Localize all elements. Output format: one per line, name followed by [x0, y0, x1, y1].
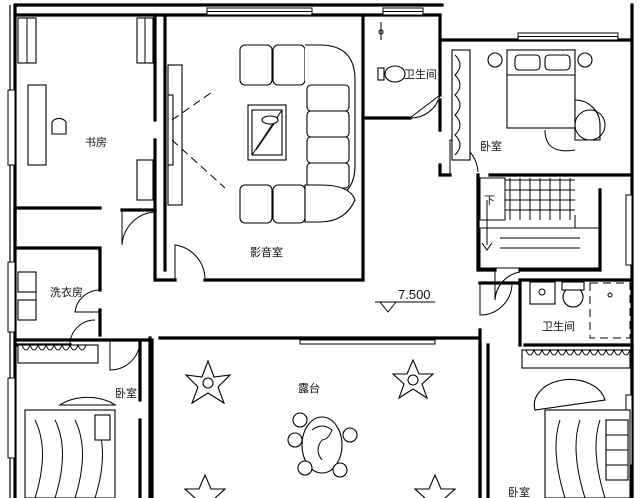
stairs — [479, 177, 601, 269]
bath-right-label: 卫生间 — [542, 319, 575, 333]
bedroom-top-label: 卧室 — [480, 139, 502, 153]
top-bedroom-furniture — [451, 49, 606, 161]
doors — [69, 93, 521, 371]
elevation-label: 7.500 — [398, 287, 431, 302]
right-bath-fixtures — [529, 281, 631, 339]
terrace-label: 露台 — [298, 381, 320, 395]
bath-top-label: 卫生间 — [404, 67, 437, 81]
top-bath-fixtures — [377, 22, 406, 83]
elevation-marker — [375, 301, 435, 313]
bedroom-right-label: 卧室 — [508, 485, 530, 498]
terrace-decor — [183, 358, 457, 498]
study-label: 书房 — [85, 136, 107, 149]
right-bedroom-furniture — [521, 348, 631, 498]
theater-label: 影音室 — [250, 245, 283, 259]
study-furniture — [17, 17, 154, 201]
laundry-label: 洗衣房 — [50, 285, 83, 299]
left-bedroom-furniture — [17, 343, 117, 498]
theater-furniture — [167, 44, 356, 224]
bedroom-left-label: 卧室 — [115, 386, 137, 400]
laundry-appliances — [17, 271, 37, 321]
stair-down-label: 下 — [484, 194, 495, 207]
walls — [9, 3, 634, 498]
